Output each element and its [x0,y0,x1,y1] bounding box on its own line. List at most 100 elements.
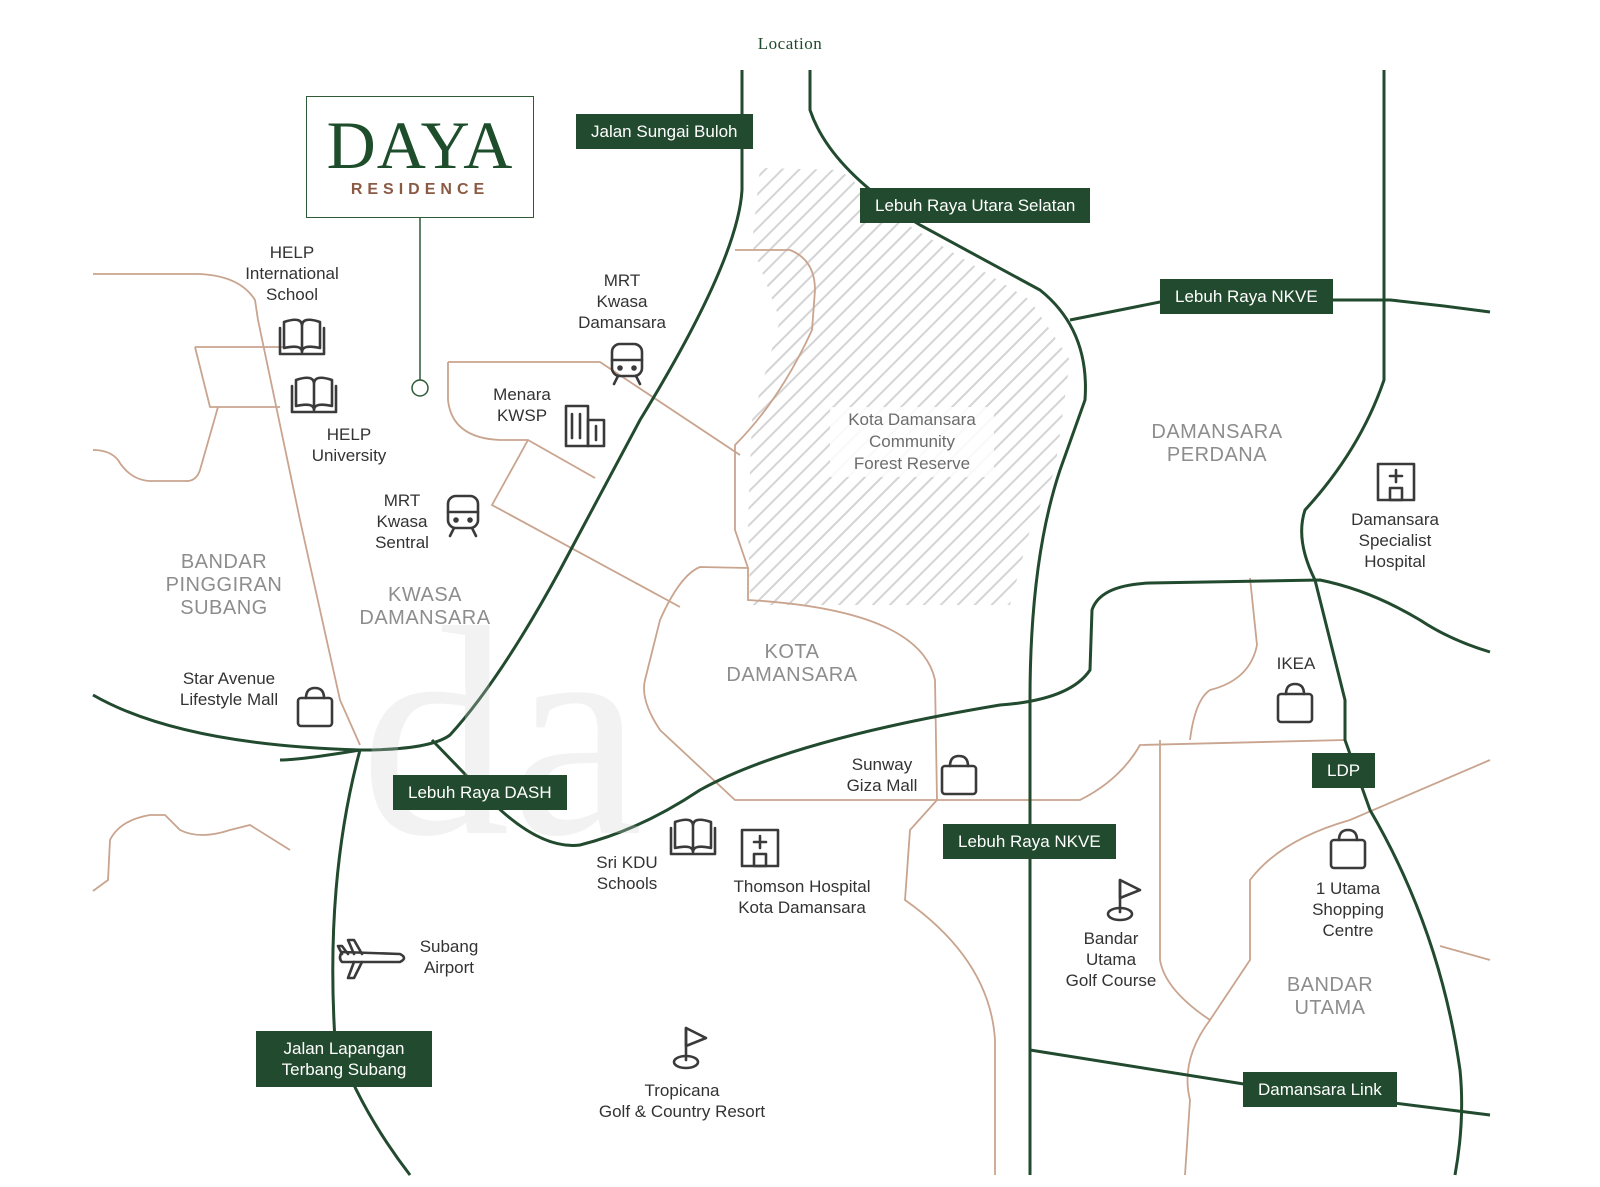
poi-label-line: Bandar [1083,929,1139,948]
page-title: Location [757,34,823,53]
poi-thomson-hospital: Thomson Hospital Kota Damansara [716,876,888,918]
forest-reserve-area [748,168,1070,605]
poi-label-line: Shopping [1312,900,1384,919]
road-label-nkve-top: Lebuh Raya NKVE [1160,279,1333,314]
poi-label-line: Golf & Country Resort [598,1102,766,1121]
area-label-line: DAMANSARA [726,664,858,686]
poi-label-line: International [245,264,339,283]
poi-label-line: Lifestyle Mall [179,690,279,709]
logo-name: DAYA [326,107,514,183]
area-damansara-perdana: DAMANSARA PERDANA [1132,421,1302,467]
poi-sri-kdu: Sri KDU Schools [584,852,670,894]
area-bandar-pinggiran-subang: BANDAR PINGGIRAN SUBANG [154,551,294,620]
road-label-utara-selatan: Lebuh Raya Utara Selatan [860,188,1091,223]
shopping-bag-icon [296,686,334,728]
poi-menara-kwsp: Menara KWSP [482,384,562,426]
poi-label-line: Sunway [851,755,913,774]
poi-label-line: Hospital [1364,552,1426,571]
poi-label-line: Tropicana [644,1081,720,1100]
poi-label-line: Star Avenue [182,669,276,688]
poi-label-line: School [266,285,318,304]
road-label-line: Jalan Lapangan [283,1039,405,1058]
poi-sunway-giza: Sunway Giza Mall [834,754,930,796]
road-label-nkve-bottom: Lebuh Raya NKVE [943,824,1116,859]
road-label-jalan-lapangan: Jalan Lapangan Terbang Subang [256,1031,432,1087]
logo-pin-dot [411,379,429,397]
road-label-ldp: LDP [1312,753,1376,788]
area-label-line: UTAMA [1294,997,1366,1019]
poi-label-line: Schools [596,874,658,893]
road-label-line: Terbang Subang [281,1060,407,1079]
poi-help-university: HELP University [294,424,404,466]
forest-label-line: Forest Reserve [853,454,971,473]
poi-label-line: Giza Mall [846,776,918,795]
golf-flag-icon [1106,878,1142,922]
train-icon [610,342,644,386]
poi-label-line: 1 Utama [1315,879,1381,898]
poi-label-line: Damansara [578,313,666,332]
logo-subtitle: RESIDENCE [350,181,490,198]
poi-damansara-specialist: Damansara Specialist Hospital [1330,509,1460,572]
poi-label-line: Airport [423,958,475,977]
poi-label-line: Sentral [375,533,429,552]
poi-label-line: Damansara [1351,510,1439,529]
road-label-damansara-link: Damansara Link [1243,1072,1397,1107]
poi-label-line: KWSP [496,406,548,425]
poi-help-international-school: HELP International School [222,242,362,305]
poi-label-line: Kwasa [596,292,648,311]
poi-label-line: University [311,446,387,465]
poi-label-line: Thomson Hospital [733,877,871,896]
poi-tropicana: Tropicana Golf & Country Resort [582,1080,782,1122]
poi-subang-airport: Subang Airport [406,936,492,978]
area-label-line: BANDAR [1286,974,1374,996]
poi-star-avenue: Star Avenue Lifestyle Mall [164,668,294,710]
airplane-icon [336,938,406,980]
poi-label-line: Specialist [1358,531,1432,550]
building-icon [564,404,606,448]
forest-label-line: Kota Damansara [848,410,976,429]
poi-bandar-utama-golf: Bandar Utama Golf Course [1056,928,1166,991]
area-label-line: DAMANSARA [359,607,491,629]
hospital-icon [1376,462,1416,502]
golf-flag-icon [672,1026,708,1070]
shopping-bag-icon [1276,682,1314,724]
road-label-dash: Lebuh Raya DASH [393,775,567,810]
book-icon [290,376,338,414]
area-bandar-utama: BANDAR UTAMA [1250,974,1410,1020]
area-label-line: KOTA [764,641,820,663]
poi-label-line: Sri KDU [596,853,658,872]
poi-label-line: MRT [603,271,641,290]
poi-ikea: IKEA [1266,653,1326,674]
poi-label-line: Subang [419,937,479,956]
poi-label-line: Utama [1085,950,1137,969]
poi-label-line: Centre [1322,921,1374,940]
area-label-line: PINGGIRAN [165,574,283,596]
area-label-line: PERDANA [1166,444,1268,466]
shopping-bag-icon [940,754,978,796]
poi-mrt-kwasa-damansara: MRT Kwasa Damansara [562,270,682,333]
area-label-line: SUBANG [180,597,268,619]
poi-label-line: Golf Course [1065,971,1157,990]
poi-one-utama: 1 Utama Shopping Centre [1290,878,1406,941]
train-icon [446,494,480,538]
area-kwasa-damansara: KWASA DAMANSARA [345,584,505,630]
road-label-jalan-sungai-buloh: Jalan Sungai Buloh [576,114,753,149]
hospital-icon [740,828,780,868]
poi-label-line: Kwasa [376,512,428,531]
poi-label-line: HELP [269,243,315,262]
poi-label-line: Menara [493,385,551,404]
shopping-bag-icon [1329,828,1367,870]
minor-roads [92,249,1491,1176]
poi-mrt-kwasa-sentral: MRT Kwasa Sentral [362,490,442,553]
area-kota-damansara: KOTA DAMANSARA [712,641,872,687]
poi-label-line: HELP [326,425,372,444]
forest-reserve-label: Kota Damansara Community Forest Reserve [830,407,994,477]
poi-label-line: MRT [383,491,421,510]
book-icon [669,818,717,856]
daya-residence-logo: DAYA RESIDENCE [306,96,534,218]
poi-label-line: IKEA [1276,654,1316,673]
poi-label-line: Kota Damansara [738,898,866,917]
book-icon [278,318,326,356]
area-label-line: DAMANSARA [1151,421,1283,443]
